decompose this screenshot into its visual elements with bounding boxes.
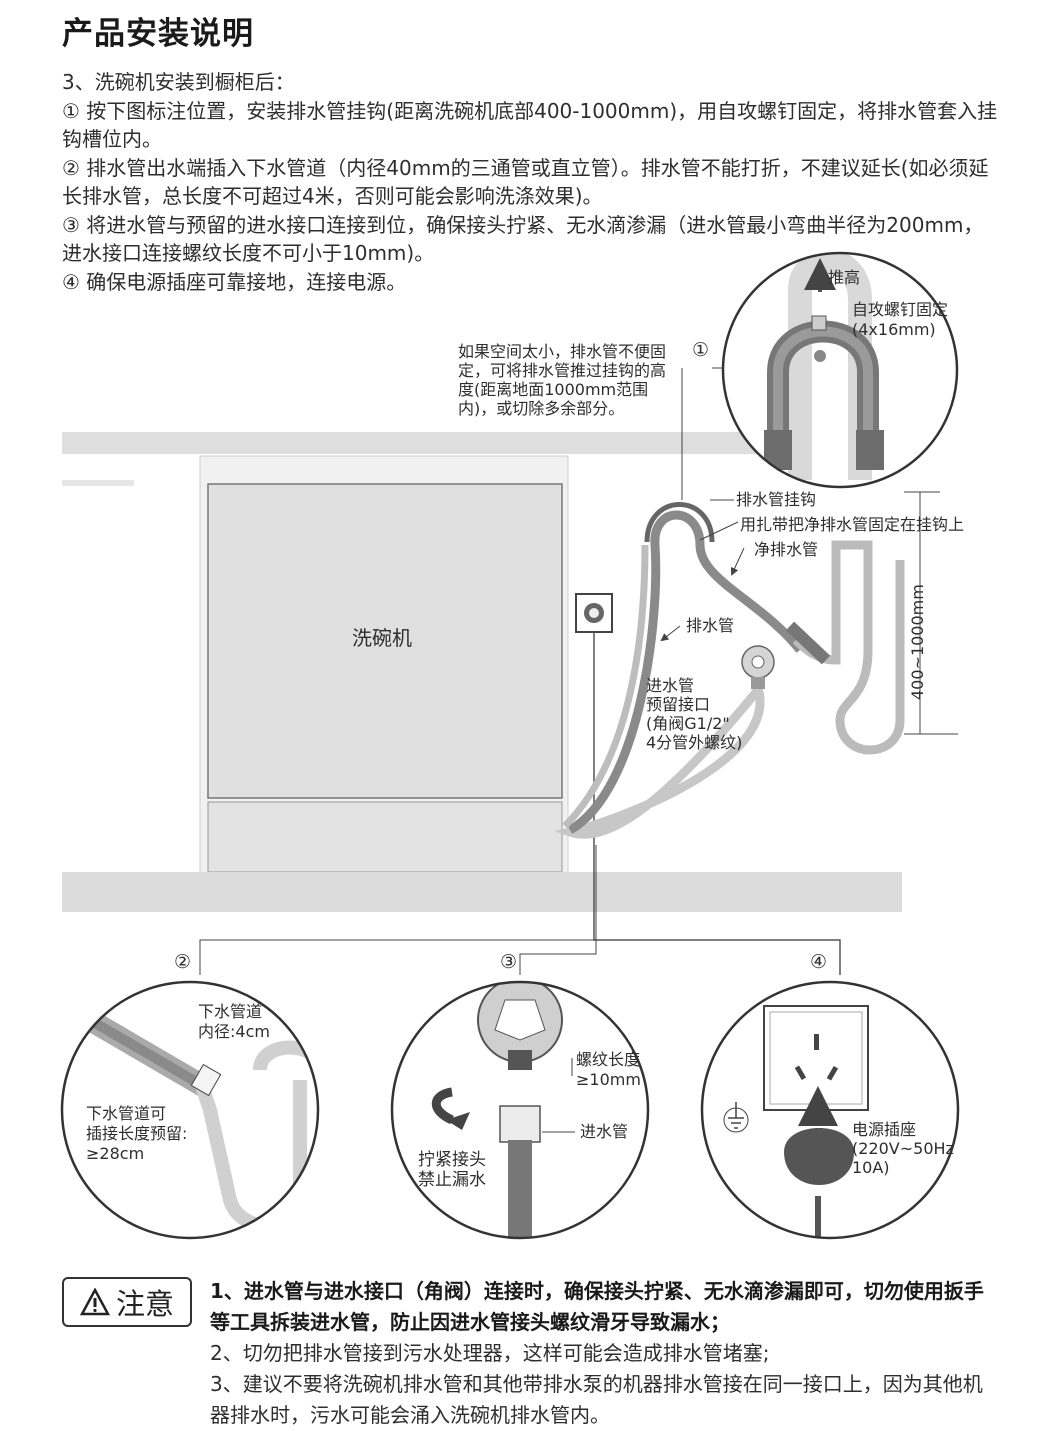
notice-label: 注意 xyxy=(115,1287,174,1321)
dishwasher-label: 洗碗机 xyxy=(352,626,412,650)
height-range-label: 400~1000mm xyxy=(908,584,927,700)
inlet-pipe-label: 进水管 xyxy=(580,1122,629,1141)
countertop xyxy=(62,432,902,454)
step-3: ③ 将进水管与预留的进水接口连接到位，确保接头拧紧、无水滴渗漏（进水管最小弯曲半… xyxy=(62,212,984,266)
drain-hook xyxy=(644,502,715,543)
step-1: ① 按下图标注位置，安装排水管挂钩(距离洗碗机底部400-1000mm)，用自攻… xyxy=(62,98,998,152)
callout-1: ① xyxy=(692,339,710,361)
push-up-label: 推高 xyxy=(828,268,861,287)
drain-hook-label: 排水管挂钩 xyxy=(736,490,817,509)
rotate-arrow-icon xyxy=(431,1087,455,1125)
step-2: ② 排水管出水端插入下水管道（内径40mm的三通管或直立管）。排水管不能打折，不… xyxy=(62,155,989,209)
screw-label: 自攻螺钉固定(4x16mm) xyxy=(852,300,949,339)
callout-4: ④ xyxy=(810,951,828,973)
dishwasher-door xyxy=(207,483,563,799)
dishwasher-kickplate xyxy=(207,801,563,873)
page-title: 产品安装说明 xyxy=(62,16,254,52)
cabinet-edge xyxy=(62,480,134,486)
floor xyxy=(62,872,902,912)
warning-icon xyxy=(79,1288,110,1316)
insert-length-label: 下水管道可 插接长度预留: ≥28cm xyxy=(86,1104,188,1163)
drain-trap xyxy=(792,540,905,755)
notice-item-1: 1、进水管与进水接口（角阀）连接时，确保接头拧紧、无水滴渗漏即可，切勿使用扳手等… xyxy=(210,1279,984,1334)
ground-icon xyxy=(728,1102,744,1129)
drain-pipe-label: 排水管 xyxy=(686,616,735,635)
notice-badge: 注意 xyxy=(62,1277,192,1327)
tie-note-label: 用扎带把净排水管固定在挂钩上 xyxy=(740,515,965,534)
thread-length-label: 螺纹长度 ≥10mm xyxy=(576,1050,641,1089)
sewer-label: 下水管道 内径:4cm xyxy=(198,1002,270,1041)
detail-circle-3 xyxy=(390,980,650,1240)
notice-item-2: 2、切勿把排水管接到污水处理器，这样可能会造成排水管堵塞; xyxy=(210,1341,770,1365)
callout-3: ③ xyxy=(500,951,518,973)
detail-circle-4 xyxy=(700,980,960,1240)
step-4: ④ 确保电源插座可靠接地，连接电源。 xyxy=(62,269,407,294)
install-steps: 3、洗碗机安装到橱柜后： ① 按下图标注位置，安装排水管挂钩(距离洗碗机底部40… xyxy=(62,68,1002,296)
notice-item-3: 3、建议不要将洗碗机排水管和其他带排水泵的机器排水管接在同一接口上，因为其他机器… xyxy=(210,1372,983,1427)
socket-label: 电源插座 (220V~50Hz 10A) xyxy=(852,1120,954,1177)
notice-list: 1、进水管与进水接口（角阀）连接时，确保接头拧紧、无水滴渗漏即可，切勿使用扳手等… xyxy=(210,1276,1000,1431)
drain-hose xyxy=(567,510,804,834)
detail-circle-2 xyxy=(60,980,320,1240)
callout-2: ② xyxy=(174,951,192,973)
inlet-port-label: 进水管 预留接口 (角阀G1/2" 4分管外螺纹) xyxy=(646,676,743,752)
inlet-hose xyxy=(554,686,765,839)
detail-circle-1 xyxy=(721,251,959,489)
steps-heading: 3、洗碗机安装到橱柜后： xyxy=(62,70,295,94)
tighten-label: 拧紧接头 禁止漏水 xyxy=(418,1150,486,1190)
space-note: 如果空间太小，排水管不便固定，可将排水管推过挂钩的高度(距离地面1000mm范围… xyxy=(458,342,667,418)
clean-drain-label: 净排水管 xyxy=(754,540,819,559)
detail-hook xyxy=(723,253,957,487)
